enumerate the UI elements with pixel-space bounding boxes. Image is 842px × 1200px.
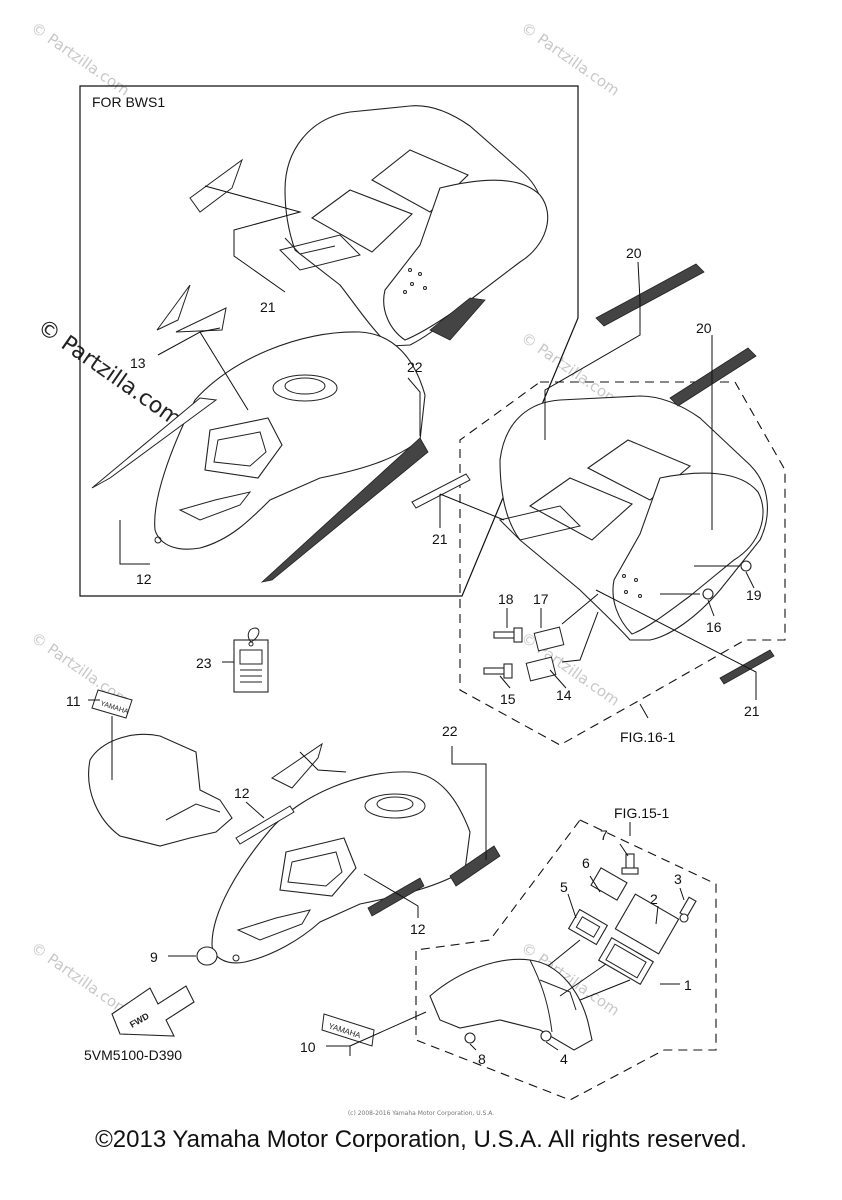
decal-13b bbox=[175, 307, 227, 333]
decal-yamaha-10: YAMAHA bbox=[321, 1013, 375, 1047]
callout-18: 18 bbox=[498, 591, 514, 607]
watermark-large: © Partzilla.com bbox=[33, 314, 186, 432]
bolt-15 bbox=[483, 663, 513, 679]
decal-22-right bbox=[449, 845, 501, 887]
decal-fwd-arrow-top bbox=[271, 742, 323, 789]
decal-yamaha-11: YAMAHA bbox=[91, 689, 133, 719]
seal-6 bbox=[590, 867, 628, 901]
decal-12-left-std bbox=[235, 805, 295, 845]
callout-15: 15 bbox=[500, 691, 516, 707]
nut-4 bbox=[540, 1030, 552, 1042]
callout-3: 3 bbox=[674, 871, 682, 887]
callout-8: 8 bbox=[478, 1051, 486, 1067]
decal-13a bbox=[156, 284, 191, 331]
callout-16: 16 bbox=[706, 619, 722, 635]
decal-12-left-bws1 bbox=[91, 397, 218, 489]
diagram-code: 5VM5100-D390 bbox=[84, 1047, 182, 1063]
callout-2: 2 bbox=[650, 891, 658, 907]
callout-12-bws1: 12 bbox=[136, 571, 152, 587]
callout-13: 13 bbox=[130, 355, 146, 371]
callout-22-bws1: 22 bbox=[407, 359, 423, 375]
grommet-16 bbox=[702, 588, 714, 600]
callout-23: 23 bbox=[196, 655, 212, 671]
callout-17: 17 bbox=[533, 591, 549, 607]
callout-14: 14 bbox=[556, 687, 572, 703]
callout-12-left-std: 12 bbox=[234, 785, 250, 801]
callout-21-bws1: 21 bbox=[260, 299, 276, 315]
frame-label: FOR BWS1 bbox=[92, 94, 165, 110]
decal-21-bws1 bbox=[189, 158, 244, 213]
decal-12-right-std bbox=[367, 877, 425, 917]
rear-flap-assembly bbox=[429, 958, 593, 1051]
screw-7 bbox=[621, 853, 639, 875]
decal-20b bbox=[669, 347, 757, 407]
decal-20a bbox=[595, 263, 705, 327]
plate-17 bbox=[533, 626, 565, 652]
callout-1: 1 bbox=[684, 977, 692, 993]
footer-copyright: ©2013 Yamaha Motor Corporation, U.S.A. A… bbox=[95, 1126, 747, 1153]
decal-21-left bbox=[411, 473, 471, 509]
front-fender-bws1 bbox=[154, 331, 426, 550]
plate-2 bbox=[614, 893, 680, 955]
watermark: © Partzilla.com bbox=[28, 939, 133, 1020]
callout-20b: 20 bbox=[696, 320, 712, 336]
front-fender-standard bbox=[211, 771, 471, 964]
callout-4: 4 bbox=[560, 1051, 568, 1067]
callout-21-right: 21 bbox=[744, 703, 760, 719]
plate-14 bbox=[525, 656, 557, 682]
callout-9: 9 bbox=[150, 949, 158, 965]
bolt-18 bbox=[493, 627, 523, 643]
grommet-19 bbox=[740, 560, 752, 572]
callout-11: 11 bbox=[66, 693, 81, 709]
nut-8 bbox=[464, 1032, 476, 1044]
decal-12-right-bws1 bbox=[260, 437, 429, 583]
small-copyright: (c) 2008-2016 Yamaha Motor Corporation, … bbox=[347, 1110, 495, 1117]
callout-12-right-std: 12 bbox=[410, 921, 426, 937]
fig-ref-15: FIG.15-1 bbox=[614, 805, 669, 821]
caution-tag-23 bbox=[233, 627, 269, 693]
fig-ref-16: FIG.16-1 bbox=[620, 729, 675, 745]
emblem-9 bbox=[196, 946, 218, 966]
callout-6: 6 bbox=[582, 855, 590, 871]
side-cover-11 bbox=[88, 733, 233, 847]
callout-22-std: 22 bbox=[442, 723, 458, 739]
callout-7: 7 bbox=[600, 827, 608, 843]
rear-fender-bws1 bbox=[279, 105, 549, 347]
fig16-group-frame bbox=[459, 381, 786, 746]
callout-20a: 20 bbox=[626, 245, 642, 261]
callout-5: 5 bbox=[560, 879, 568, 895]
watermark: © Partzilla.com bbox=[518, 19, 623, 100]
decal-fwd-arrow: FWD bbox=[111, 985, 195, 1037]
callout-19: 19 bbox=[746, 587, 762, 603]
plate-5 bbox=[567, 908, 609, 946]
rear-fender-standard bbox=[499, 395, 768, 641]
callout-10: 10 bbox=[300, 1039, 316, 1055]
callout-21-left: 21 bbox=[432, 531, 448, 547]
screw-3 bbox=[679, 896, 697, 923]
